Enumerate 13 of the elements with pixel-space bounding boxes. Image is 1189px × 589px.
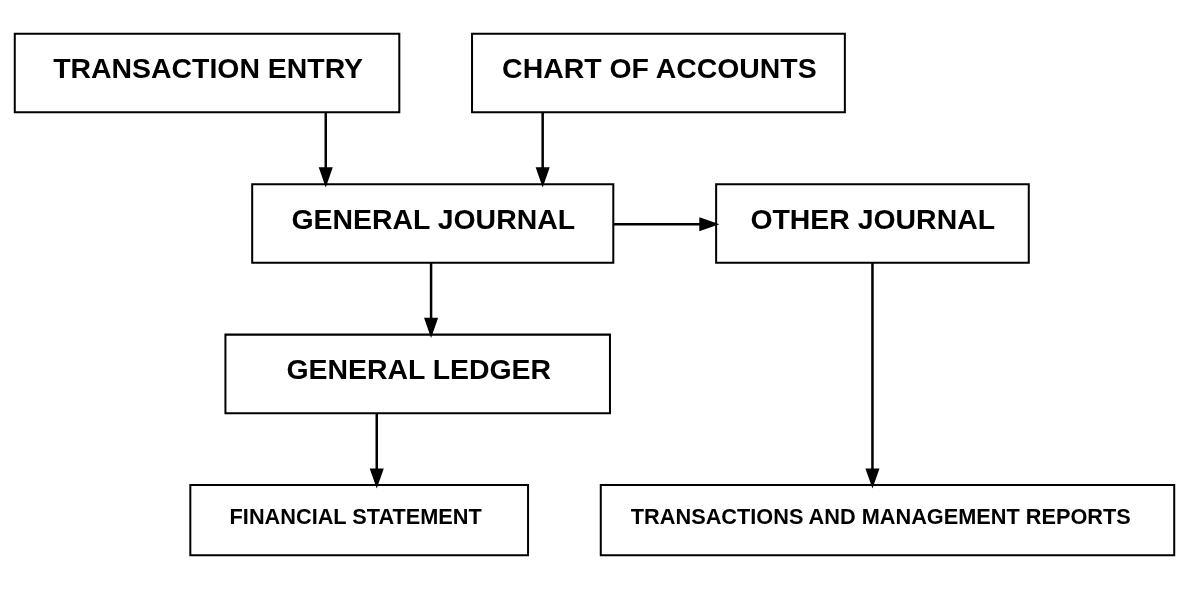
node-box: CHART OF ACCOUNTS xyxy=(471,32,846,114)
arrow xyxy=(369,413,384,489)
node-box: FINANCIAL STATEMENT xyxy=(189,484,530,557)
arrow xyxy=(865,262,880,489)
arrow xyxy=(613,217,720,232)
node-box: GENERAL JOURNAL xyxy=(251,183,615,264)
arrow xyxy=(535,112,550,188)
node-box: TRANSACTIONS AND MANAGEMENT REPORTS xyxy=(599,484,1176,557)
node-box: GENERAL LEDGER xyxy=(224,333,611,415)
node-box: TRANSACTION ENTRY xyxy=(13,32,401,114)
node-box: OTHER JOURNAL xyxy=(715,183,1030,264)
arrow xyxy=(424,263,439,338)
arrow xyxy=(318,112,333,188)
